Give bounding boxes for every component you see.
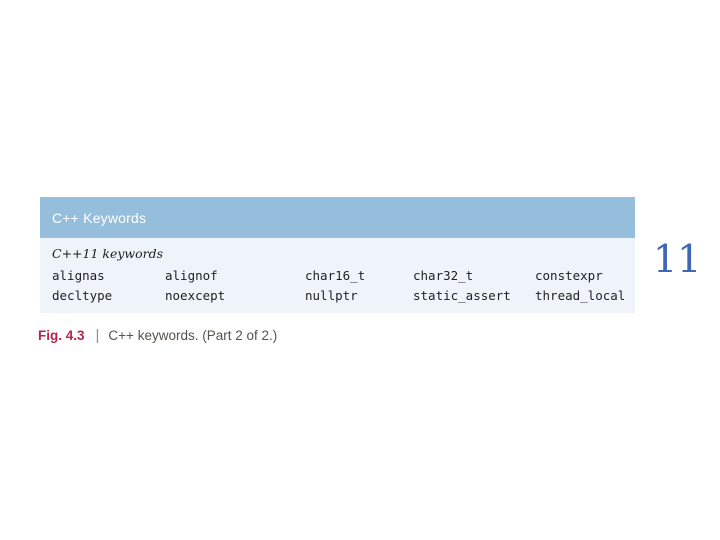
caption-text: C++ keywords. (Part 2 of 2.) (108, 328, 278, 343)
keyword-cell: static_assert (413, 287, 511, 303)
keywords-table: C++ Keywords C++11 keywords alignas alig… (40, 197, 635, 313)
keyword-cell: decltype (52, 287, 113, 303)
caption-separator: | (95, 327, 100, 344)
table-title: C++ Keywords (52, 209, 147, 226)
figure-caption: Fig. 4.3 | C++ keywords. (Part 2 of 2.) (38, 327, 277, 344)
keyword-cell: thread_local (535, 287, 626, 303)
table-subheading: C++11 keywords (52, 246, 164, 261)
table-body: C++11 keywords alignas alignof char16_t … (40, 238, 635, 313)
keyword-cell: constexpr (535, 267, 603, 283)
table-header-band: C++ Keywords (40, 197, 635, 238)
keyword-cell: alignof (165, 267, 218, 283)
keyword-cell: nullptr (305, 287, 358, 303)
page-number: 11 (653, 237, 702, 281)
table-row: alignas alignof char16_t char32_t conste… (52, 265, 635, 285)
keyword-cell: noexcept (165, 287, 226, 303)
keyword-cell: char16_t (305, 267, 366, 283)
keyword-cell: char32_t (413, 267, 474, 283)
table-row: decltype noexcept nullptr static_assert … (52, 285, 635, 305)
keyword-cell: alignas (52, 267, 105, 283)
figure-label: Fig. 4.3 (38, 328, 85, 343)
